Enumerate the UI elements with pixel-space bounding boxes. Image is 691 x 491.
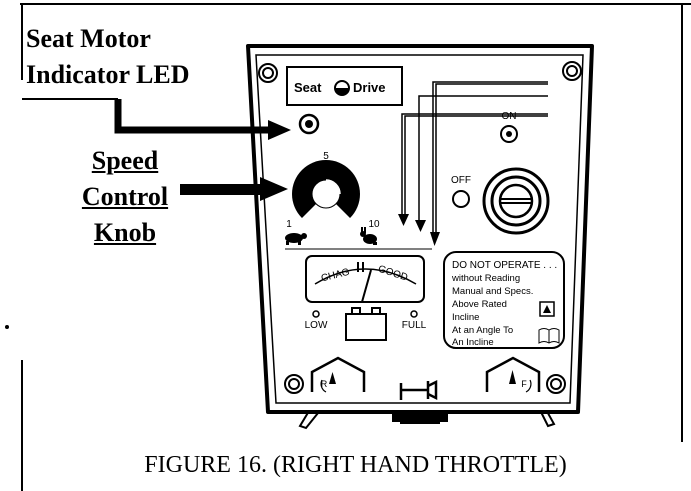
seat-motor-led-icon <box>298 113 320 135</box>
battery-icon <box>345 307 387 341</box>
horn-icon[interactable] <box>399 379 438 401</box>
warning-label-box <box>443 251 565 349</box>
warning-line-1: without Reading <box>451 273 520 284</box>
speed-knob-callout: Speed Control Knob <box>70 146 180 248</box>
reverse-button[interactable] <box>310 356 366 393</box>
speed-min-label: 1 <box>286 219 292 230</box>
seat-label: Seat <box>294 80 322 95</box>
full-label: FULL <box>402 320 427 331</box>
warning-line-2: Manual and Specs. <box>452 286 533 297</box>
leader-lines <box>401 81 548 240</box>
corner-screw-top-right <box>562 61 582 81</box>
seat-motor-callout: Seat Motor Indicator LED <box>26 24 190 90</box>
warning-line-3: Above Rated <box>452 299 507 310</box>
speed-max-label: 10 <box>368 219 380 230</box>
corner-screw-bottom-right <box>546 374 566 394</box>
seat-drive-toggle-icon[interactable] <box>334 80 350 96</box>
speed-knob-callout-line1: Speed <box>91 146 159 175</box>
warning-line-6: An Incline <box>452 337 494 348</box>
figure-caption: FIGURE 16. (RIGHT HAND THROTTLE) <box>144 452 567 478</box>
warning-title: DO NOT OPERATE . . . <box>452 260 557 271</box>
warning-line-5: At an Angle To <box>452 325 513 336</box>
warning-line-4: Incline <box>452 312 479 323</box>
on-indicator-icon <box>500 125 518 143</box>
forward-button[interactable] <box>485 356 541 393</box>
key-switch-icon[interactable] <box>482 167 550 235</box>
battery-gauge-scale <box>314 268 417 285</box>
speed-knob-arrowhead <box>260 177 288 201</box>
full-indicator-icon <box>410 310 418 318</box>
forward-label: F <box>521 379 527 389</box>
rabbit-icon <box>360 227 377 245</box>
speed-control-knob[interactable] <box>292 160 360 234</box>
low-label: LOW <box>305 320 328 331</box>
low-indicator-icon <box>312 310 320 318</box>
gauge-needle <box>361 269 372 303</box>
corner-screw-bottom-left <box>284 374 304 394</box>
speed-knob-callout-arrow <box>180 184 262 195</box>
speed-mid-label: 5 <box>323 151 329 162</box>
off-indicator-icon <box>452 190 470 208</box>
speed-knob-callout-line3: Knob <box>93 218 157 247</box>
seat-motor-callout-arrow <box>114 99 270 134</box>
off-label: OFF <box>451 175 471 186</box>
on-label: ON <box>502 111 517 122</box>
manual-book-icon <box>538 328 560 344</box>
seat-motor-arrowhead <box>268 120 291 140</box>
leader-arrowheads <box>398 214 440 246</box>
corner-screw-top-left <box>258 63 278 83</box>
warning-triangle-icon <box>539 301 555 317</box>
reverse-label: R <box>321 379 328 389</box>
speed-knob-callout-line2: Control <box>81 182 169 211</box>
control-panel-inner-border <box>255 54 584 404</box>
frame-dot <box>5 325 9 329</box>
turtle-icon <box>285 233 307 245</box>
seat-motor-callout-line2: Indicator LED <box>26 60 190 89</box>
seat-motor-callout-line1: Seat Motor <box>26 24 151 53</box>
battery-gauge <box>305 255 425 303</box>
drive-label: Drive <box>353 80 386 95</box>
